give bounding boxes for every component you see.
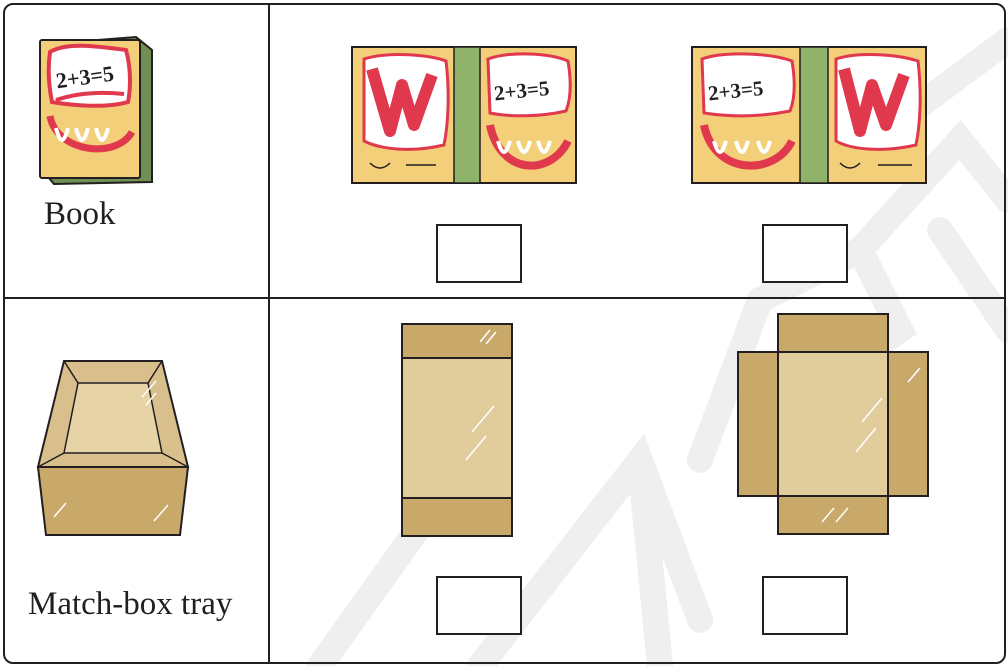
answer-box-matchbox-option-2[interactable] xyxy=(762,576,848,635)
answer-box-matchbox-option-1[interactable] xyxy=(436,576,522,635)
matchbox-tray-net-option-1 xyxy=(398,322,518,542)
row-divider xyxy=(5,297,1004,299)
row-label-matchbox-tray: Match-box tray xyxy=(28,586,232,623)
matchbox-tray-net-option-2 xyxy=(732,312,932,542)
book-open-cover-option-1: 2+3=5 xyxy=(350,45,578,185)
answer-box-book-option-1[interactable] xyxy=(436,224,522,283)
row-label-book: Book xyxy=(44,196,116,233)
column-divider xyxy=(268,5,270,662)
answer-box-book-option-2[interactable] xyxy=(762,224,848,283)
book-open-cover-option-2: 2+3=5 xyxy=(690,45,928,185)
matchbox-tray-illustration xyxy=(34,357,192,537)
closed-book-illustration: 2+3=5 xyxy=(36,32,156,187)
